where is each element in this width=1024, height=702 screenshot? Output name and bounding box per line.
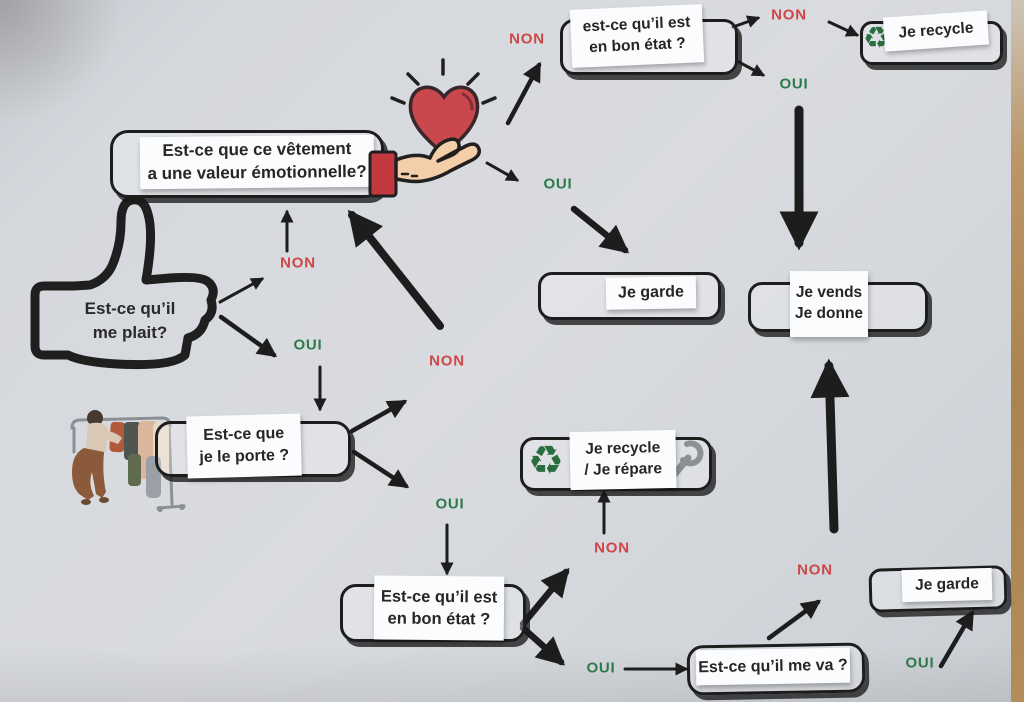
label-non-like: NON: [280, 254, 316, 272]
label-oui-fits: OUI: [905, 654, 935, 672]
node-like-label: Est-ce qu’il me plait?: [60, 297, 200, 345]
good-condition-bottom-line1: Est-ce qu’il est: [380, 587, 498, 607]
sticker-recycle-top: Je recycle: [882, 10, 990, 52]
sticker-good-condition-bottom: Est-ce qu’il est en bon état ?: [373, 575, 505, 641]
sticker-keep-bottom: Je garde: [901, 567, 993, 603]
heart-shape: [408, 85, 480, 157]
good-condition-bottom-line2: en bon état ?: [387, 609, 491, 629]
like-line1: Est-ce qu’il: [84, 299, 176, 318]
arrow-fits-to-non: [766, 599, 822, 641]
good-condition-top-line2: en bon état ?: [588, 34, 686, 57]
arrow-wear-non-to-emotional: [347, 209, 444, 330]
wear-line2: je le porte ?: [199, 446, 290, 467]
label-non-wear: NON: [429, 352, 465, 370]
label-oui-condition-bottom: OUI: [586, 659, 616, 677]
arrow-oui-to-keep-mid: [570, 205, 630, 254]
sell-donate-line1: Je vends: [795, 284, 863, 302]
arrow-wear-to-oui: [351, 449, 410, 489]
label-oui-wear: OUI: [435, 495, 465, 513]
label-oui-condition-top: OUI: [779, 75, 809, 93]
recycle-icon: ♻: [528, 438, 564, 484]
sticker-wear: Est-ce que je le porte ?: [186, 413, 302, 479]
sleeve-cuff: [368, 150, 398, 198]
recycle-top-label: Je recycle: [897, 18, 974, 42]
sticker-good-condition-top: est-ce qu’il est en bon état ?: [569, 4, 705, 68]
label-oui-like: OUI: [293, 336, 323, 354]
label-oui-emotional: OUI: [543, 175, 573, 193]
emotional-value-line1: Est-ce que ce vêtement: [162, 139, 352, 161]
open-hand: [394, 137, 482, 184]
sticker-keep-mid: Je garde: [605, 276, 697, 310]
fits-label: Est-ce qu’il me va ?: [698, 656, 848, 677]
recycle-repair-line2: / Je répare: [584, 460, 663, 479]
arrow-non-to-sell-donate: [810, 358, 850, 534]
arrow-condition-bottom-to-oui: [519, 624, 566, 666]
thumbs-up-icon: [30, 195, 218, 370]
emotional-value-line2: a une valeur émotionnelle?: [147, 161, 367, 184]
label-non-emotional: NON: [509, 30, 545, 48]
arrow-like-to-non: [218, 277, 265, 304]
wear-line1: Est-ce que: [203, 425, 285, 445]
keep-mid-label: Je garde: [617, 283, 685, 302]
arrow-non-to-recycle-top: [827, 20, 860, 37]
sticker-fits: Est-ce qu’il me va ?: [695, 647, 851, 686]
arrow-condition-bottom-to-non: [519, 567, 570, 628]
label-non-fits: NON: [797, 561, 833, 579]
keep-bottom-label: Je garde: [914, 574, 980, 594]
arrow-like-to-oui: [218, 314, 278, 358]
heart-in-hand-icon: [368, 58, 497, 198]
sticker-sell-donate: Je vends Je donne: [790, 271, 868, 337]
arrow-condition-top-to-non: [731, 15, 761, 29]
label-non-condition-top: NON: [771, 6, 807, 24]
label-non-condition-bottom: NON: [594, 539, 630, 557]
arrow-condition-top-to-oui: [735, 59, 766, 77]
desk-wood-edge: [1011, 0, 1024, 702]
heart-rays: [390, 58, 497, 105]
arrow-wear-to-non: [349, 399, 408, 434]
sell-donate-line2: Je donne: [794, 305, 864, 322]
arrow-oui-to-keep-bottom: [938, 609, 975, 669]
recycle-repair-line1: Je recycle: [585, 439, 661, 458]
sticker-recycle-repair: Je recycle / Je répare: [569, 429, 677, 491]
browsing-person: [72, 410, 122, 505]
sticker-emotional-value: Est-ce que ce vêtement a une valeur émot…: [139, 134, 375, 190]
like-line2: me plait?: [92, 322, 168, 342]
